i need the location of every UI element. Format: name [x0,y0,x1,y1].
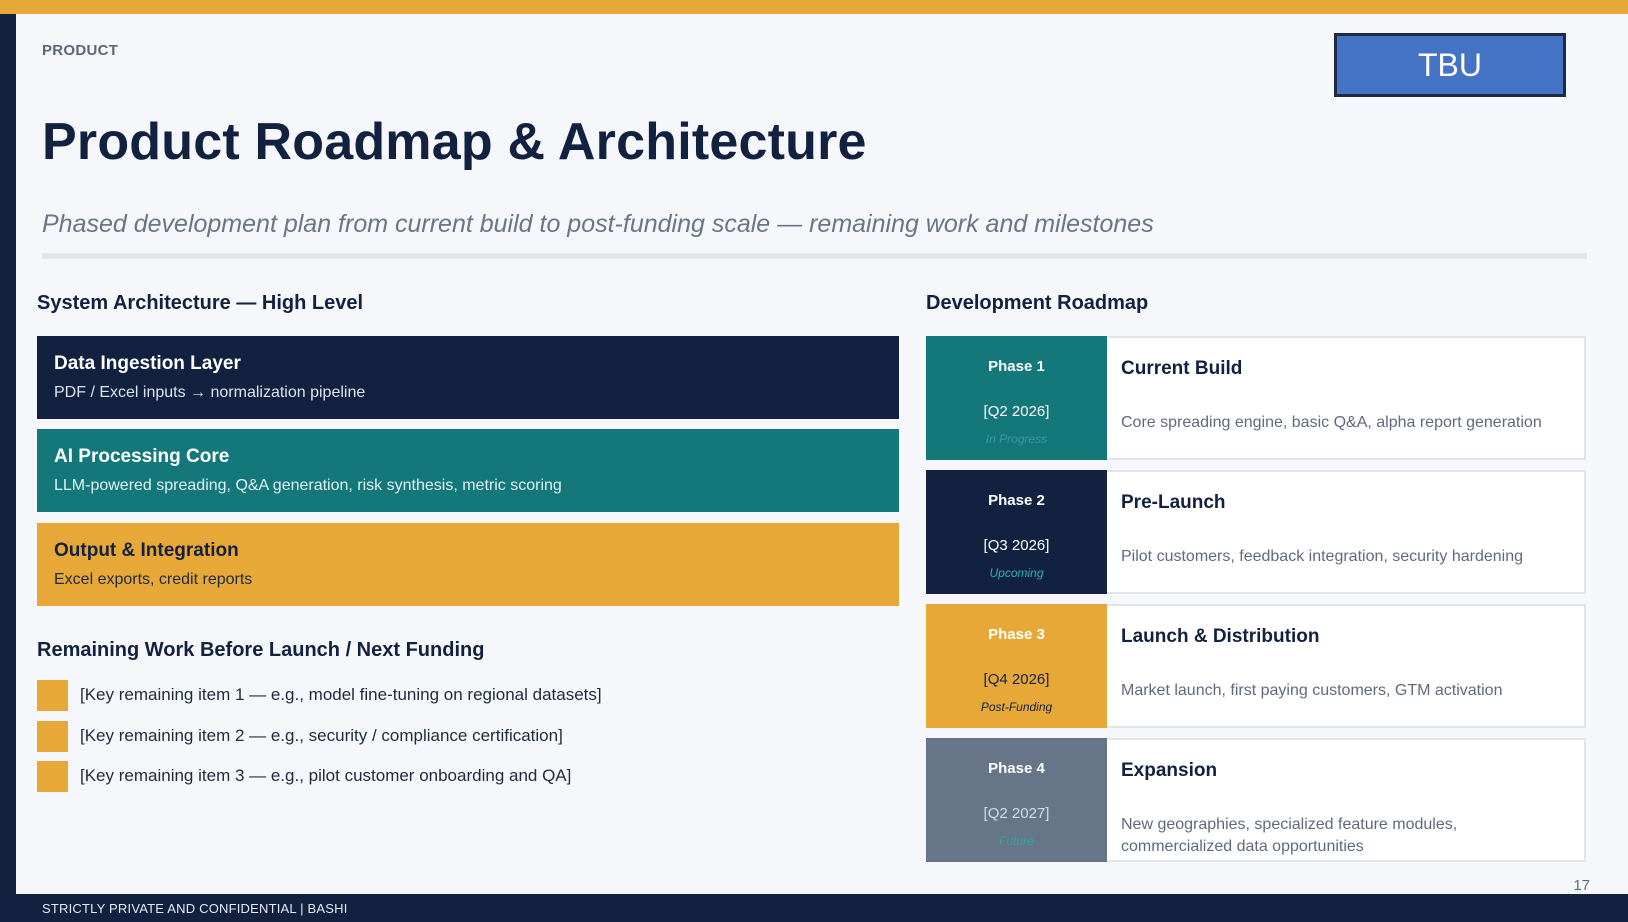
phase-date: [Q2 2026] [983,403,1050,420]
remaining-work-text: [Key remaining item 2 — e.g., security /… [80,726,563,745]
phase-label: Phase 4 [988,760,1045,777]
phase-title: Expansion [1121,760,1218,781]
phase-label: Phase 3 [988,626,1045,643]
phase-description: Pilot customers, feedback integration, s… [1121,548,1523,565]
phase-date: [Q3 2026] [983,537,1050,554]
left-accent-bar [0,14,16,922]
section-eyebrow: PRODUCT [42,42,119,59]
phase-label: Phase 2 [988,492,1045,509]
footer-confidential-text: STRICTLY PRIVATE AND CONFIDENTIAL | BASH… [42,901,348,916]
layer-name: Data Ingestion Layer [54,353,241,374]
page-subtitle: Phased development plan from current bui… [42,210,1154,238]
top-accent-bar [0,0,1628,14]
phase-tag: Phase 4 [Q2 2027] Future [926,738,1107,862]
phase-title: Pre-Launch [1121,492,1226,513]
phase-status: Post-Funding [980,700,1053,714]
phase-status: In Progress [985,432,1048,446]
architecture-layer-data-ingestion: Data Ingestion Layer PDF / Excel inputs … [37,336,899,419]
roadmap-phase-2: Phase 2 [Q3 2026] Upcoming Pre-Launch Pi… [926,470,1586,594]
phase-description: New geographies, specialized feature mod… [1121,816,1458,855]
page-number: 17 [1573,877,1590,894]
phase-status: Upcoming [989,566,1044,580]
remaining-work-text: [Key remaining item 1 — e.g., model fine… [80,685,602,704]
phase-tag: Phase 1 [Q2 2026] In Progress [926,336,1107,460]
bullet-square-icon [37,680,68,711]
architecture-layer-output-integration: Output & Integration Excel exports, cred… [37,523,899,606]
tbu-placeholder-box[interactable]: TBU [1334,33,1566,97]
page-title: Product Roadmap & Architecture [42,113,867,171]
bullet-square-icon [37,721,68,752]
layer-description: LLM-powered spreading, Q&A generation, r… [54,477,562,494]
remaining-work-text: [Key remaining item 3 — e.g., pilot cust… [80,766,572,785]
architecture-heading: System Architecture — High Level [37,292,364,314]
phase-description: Market launch, first paying customers, G… [1121,682,1503,699]
layer-name: AI Processing Core [54,446,230,467]
layer-description: PDF / Excel inputs → normalization pipel… [54,384,366,401]
phase-tag: Phase 2 [Q3 2026] Upcoming [926,470,1107,594]
bullet-square-icon [37,761,68,792]
layer-name: Output & Integration [54,540,239,561]
phase-title: Launch & Distribution [1121,626,1320,647]
layer-description: Excel exports, credit reports [54,571,253,588]
roadmap-heading: Development Roadmap [926,292,1149,314]
remaining-work-heading: Remaining Work Before Launch / Next Fund… [37,639,485,661]
roadmap-phase-4: Phase 4 [Q2 2027] Future Expansion New g… [926,738,1586,862]
phase-tag: Phase 3 [Q4 2026] Post-Funding [926,604,1107,728]
architecture-layer-ai-processing: AI Processing Core LLM-powered spreading… [37,429,899,512]
phase-date: [Q2 2027] [983,805,1050,822]
phase-status: Future [999,834,1034,848]
phase-label: Phase 1 [988,358,1045,375]
roadmap-phase-1: Phase 1 [Q2 2026] In Progress Current Bu… [926,336,1586,460]
title-divider [42,253,1587,259]
footer-bar: STRICTLY PRIVATE AND CONFIDENTIAL | BASH… [16,894,1628,922]
phase-title: Current Build [1121,358,1243,379]
roadmap-phase-3: Phase 3 [Q4 2026] Post-Funding Launch & … [926,604,1586,728]
phase-description: Core spreading engine, basic Q&A, alpha … [1121,414,1542,431]
phase-date: [Q4 2026] [983,671,1050,688]
